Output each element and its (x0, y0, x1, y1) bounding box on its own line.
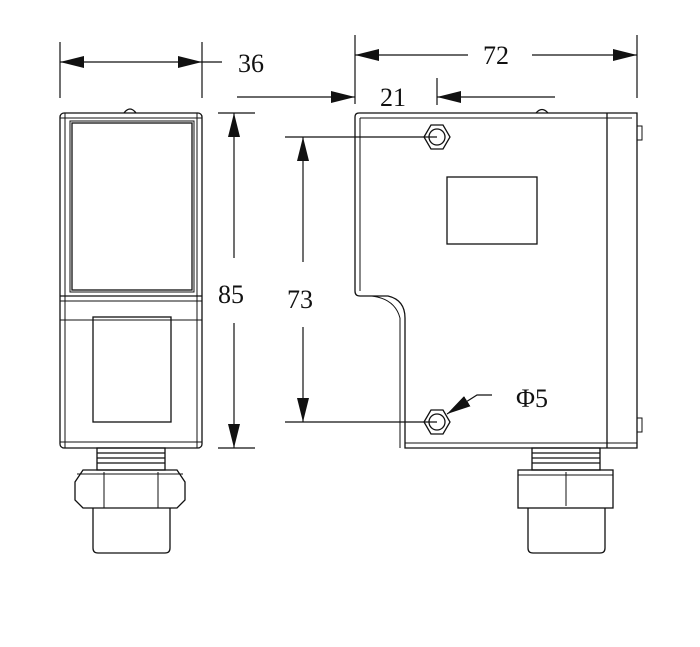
side-thread (531, 447, 601, 471)
dimension-72: 72 (354, 35, 638, 104)
dimension-36: 36 (59, 42, 264, 98)
front-cable-gland (92, 508, 171, 554)
side-cable-gland (527, 508, 606, 554)
front-body (59, 112, 203, 449)
front-label-plate (92, 316, 172, 423)
front-thread (96, 447, 166, 471)
label-phi5: Φ5 (516, 384, 548, 413)
dimension-21: 21 (237, 78, 555, 112)
front-view (59, 108, 203, 554)
front-nut (74, 469, 186, 509)
dimension-85: 85 (218, 112, 255, 449)
top-bump (123, 108, 137, 114)
side-view (354, 108, 643, 554)
side-window (446, 176, 538, 245)
front-window (71, 122, 193, 291)
label-21: 21 (380, 83, 406, 112)
side-body (354, 112, 638, 449)
label-72: 72 (483, 41, 509, 70)
label-73: 73 (287, 285, 313, 314)
dimension-hole-diameter: Φ5 (446, 384, 548, 415)
dimension-73: 73 (285, 136, 437, 423)
top-bump (535, 108, 549, 114)
side-nut (517, 469, 614, 509)
label-85: 85 (218, 280, 244, 309)
side-tab (636, 125, 643, 433)
label-36: 36 (238, 49, 264, 78)
